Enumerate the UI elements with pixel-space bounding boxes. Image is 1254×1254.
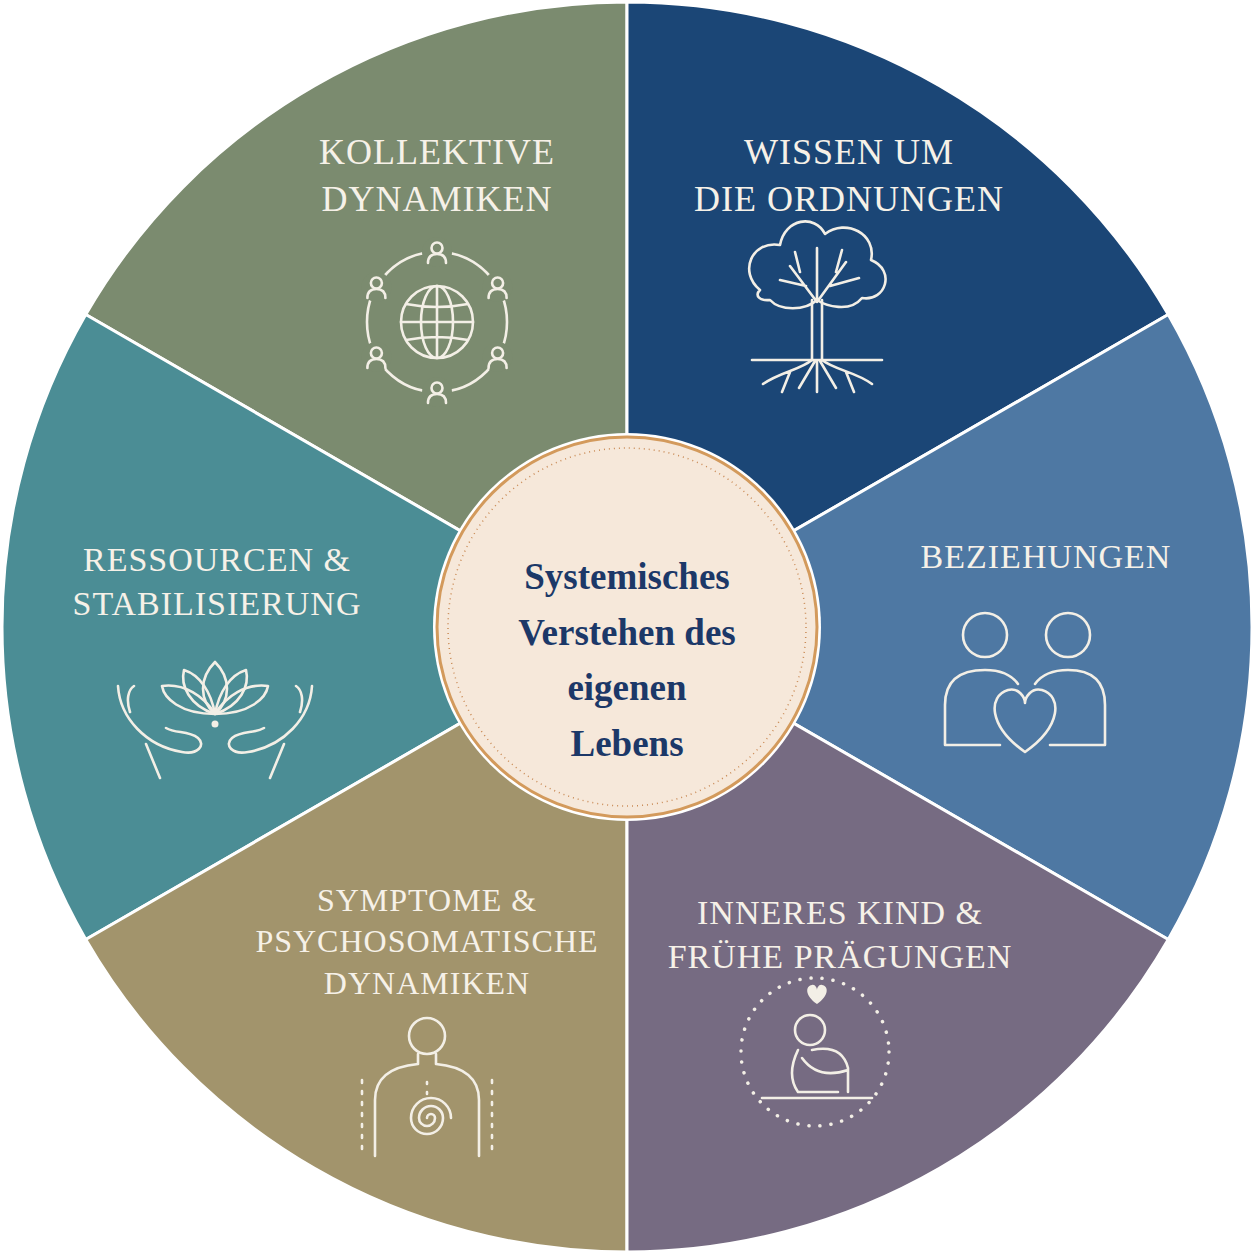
body-spiral-icon-part xyxy=(375,1054,479,1156)
globe-people-icon-part xyxy=(422,377,452,407)
segment-label: WISSEN UM DIE ORDNUNGEN xyxy=(669,129,1029,223)
globe-people-icon-part xyxy=(367,252,507,392)
circle-shape xyxy=(437,437,817,817)
circle-halo xyxy=(433,433,821,821)
segment-label: SYMPTOME & PSYCHOSOMATISCHE DYNAMIKEN xyxy=(232,880,622,1005)
lotus-hands-icon-part xyxy=(183,670,247,714)
segment-label: RESSOURCEN & STABILISIERUNG xyxy=(27,538,407,626)
globe-people-icon-part xyxy=(421,286,453,358)
body-spiral-icon-part xyxy=(411,1098,451,1134)
globe-people-icon-part xyxy=(401,286,473,358)
lotus-hands-icon-part xyxy=(212,721,219,728)
lotus-hands-icon-part-part xyxy=(118,686,201,778)
inner-child-icon xyxy=(741,978,889,1126)
globe-people-icon xyxy=(361,237,512,407)
lotus-hands-icon-part-part xyxy=(229,686,312,778)
inner-child-icon-part xyxy=(741,978,889,1126)
segment-label: KOLLEKTIVE DYNAMIKEN xyxy=(267,129,607,223)
couple-heart-icon xyxy=(945,613,1105,752)
lotus-hands-icon-part xyxy=(229,686,312,778)
globe-people-icon-part xyxy=(361,272,391,302)
wedge-shape xyxy=(2,315,627,940)
tree-icon-part xyxy=(752,359,882,362)
body-spiral-icon xyxy=(362,1018,492,1156)
globe-people-icon-part xyxy=(483,272,513,302)
inner-child-icon-part xyxy=(792,1049,848,1092)
couple-heart-icon-part xyxy=(963,613,1007,657)
lotus-hands-icon-part xyxy=(118,686,201,778)
lotus-hands-icon xyxy=(118,662,312,778)
tree-icon xyxy=(749,221,885,392)
couple-heart-icon-part xyxy=(1046,613,1090,657)
body-spiral-icon-part xyxy=(426,1082,429,1094)
inner-child-icon-part xyxy=(795,1015,825,1045)
globe-people-icon-part xyxy=(361,342,391,372)
globe-people-icon-part xyxy=(422,237,452,267)
couple-heart-icon-part xyxy=(995,689,1056,752)
couple-heart-icon-part xyxy=(945,670,1105,745)
wedge-shape xyxy=(627,315,1252,940)
globe-people-icon-part xyxy=(483,342,513,372)
circle-dotted-ring xyxy=(448,448,806,806)
segment-label: BEZIEHUNGEN xyxy=(881,535,1211,579)
tree-icon-part xyxy=(780,248,859,360)
globe-people-icon-part xyxy=(401,286,473,358)
inner-child-icon-part xyxy=(807,985,826,1004)
wedge-shape xyxy=(86,2,627,627)
wedge-shape xyxy=(627,627,1168,1252)
segment-label: INNERES KIND & FRÜHE PRÄGUNGEN xyxy=(645,891,1035,979)
body-spiral-icon-part xyxy=(409,1018,445,1054)
center-title: Systemisches Verstehen des eigenen Leben… xyxy=(513,549,741,771)
lotus-hands-icon-part xyxy=(203,662,227,714)
body-spiral-icon-part xyxy=(362,1080,492,1150)
inner-child-icon-part xyxy=(762,1097,872,1100)
tree-icon-part xyxy=(749,221,885,308)
lotus-hands-icon-part xyxy=(162,686,268,714)
wedge-shape xyxy=(86,627,627,1252)
tree-icon-part xyxy=(763,360,872,392)
wedge-shape xyxy=(627,2,1168,627)
